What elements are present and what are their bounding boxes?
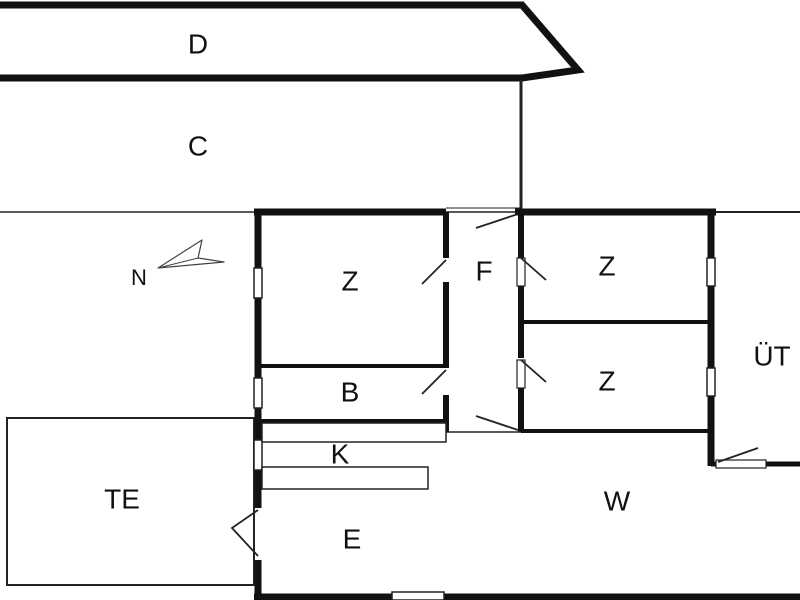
room-label-f: F (475, 255, 492, 286)
room-d-outline (0, 1, 585, 82)
door-z2 (520, 257, 547, 281)
room-label-b: B (341, 376, 360, 407)
door-ut (717, 447, 759, 463)
room-label-ut: ÜT (753, 340, 790, 371)
window-right-1 (706, 257, 716, 287)
corridor-f-bottom-door (475, 415, 519, 431)
room-label-te: TE (104, 483, 140, 514)
corridor-f-top-door (475, 213, 519, 229)
door-frame-z2 (516, 257, 526, 287)
room-te-outline (6, 417, 255, 586)
room-label-e: E (343, 523, 362, 554)
door-z3 (520, 359, 547, 383)
room-label-z1: Z (341, 265, 358, 296)
window-left-2 (253, 377, 263, 409)
room-label-k: K (331, 438, 350, 469)
kitchen-counter-top (261, 422, 447, 443)
door-frame-z3 (516, 359, 526, 389)
kitchen-counter-bottom (261, 466, 429, 490)
compass-arrow-center-line (157, 257, 199, 269)
room-label-z2: Z (598, 250, 615, 281)
room-label-c: C (188, 130, 208, 161)
window-bottom (391, 591, 445, 600)
door-b (421, 369, 447, 395)
room-label-w: W (604, 485, 631, 516)
door-frame-ut (715, 459, 767, 469)
door-z1 (421, 259, 447, 285)
window-right-2 (706, 367, 716, 397)
room-label-d: D (188, 28, 208, 59)
door-terrace (230, 509, 259, 557)
window-left-1 (253, 267, 263, 299)
room-label-z3: Z (598, 365, 615, 396)
window-left-3 (253, 439, 263, 471)
compass-label: N (131, 265, 147, 290)
